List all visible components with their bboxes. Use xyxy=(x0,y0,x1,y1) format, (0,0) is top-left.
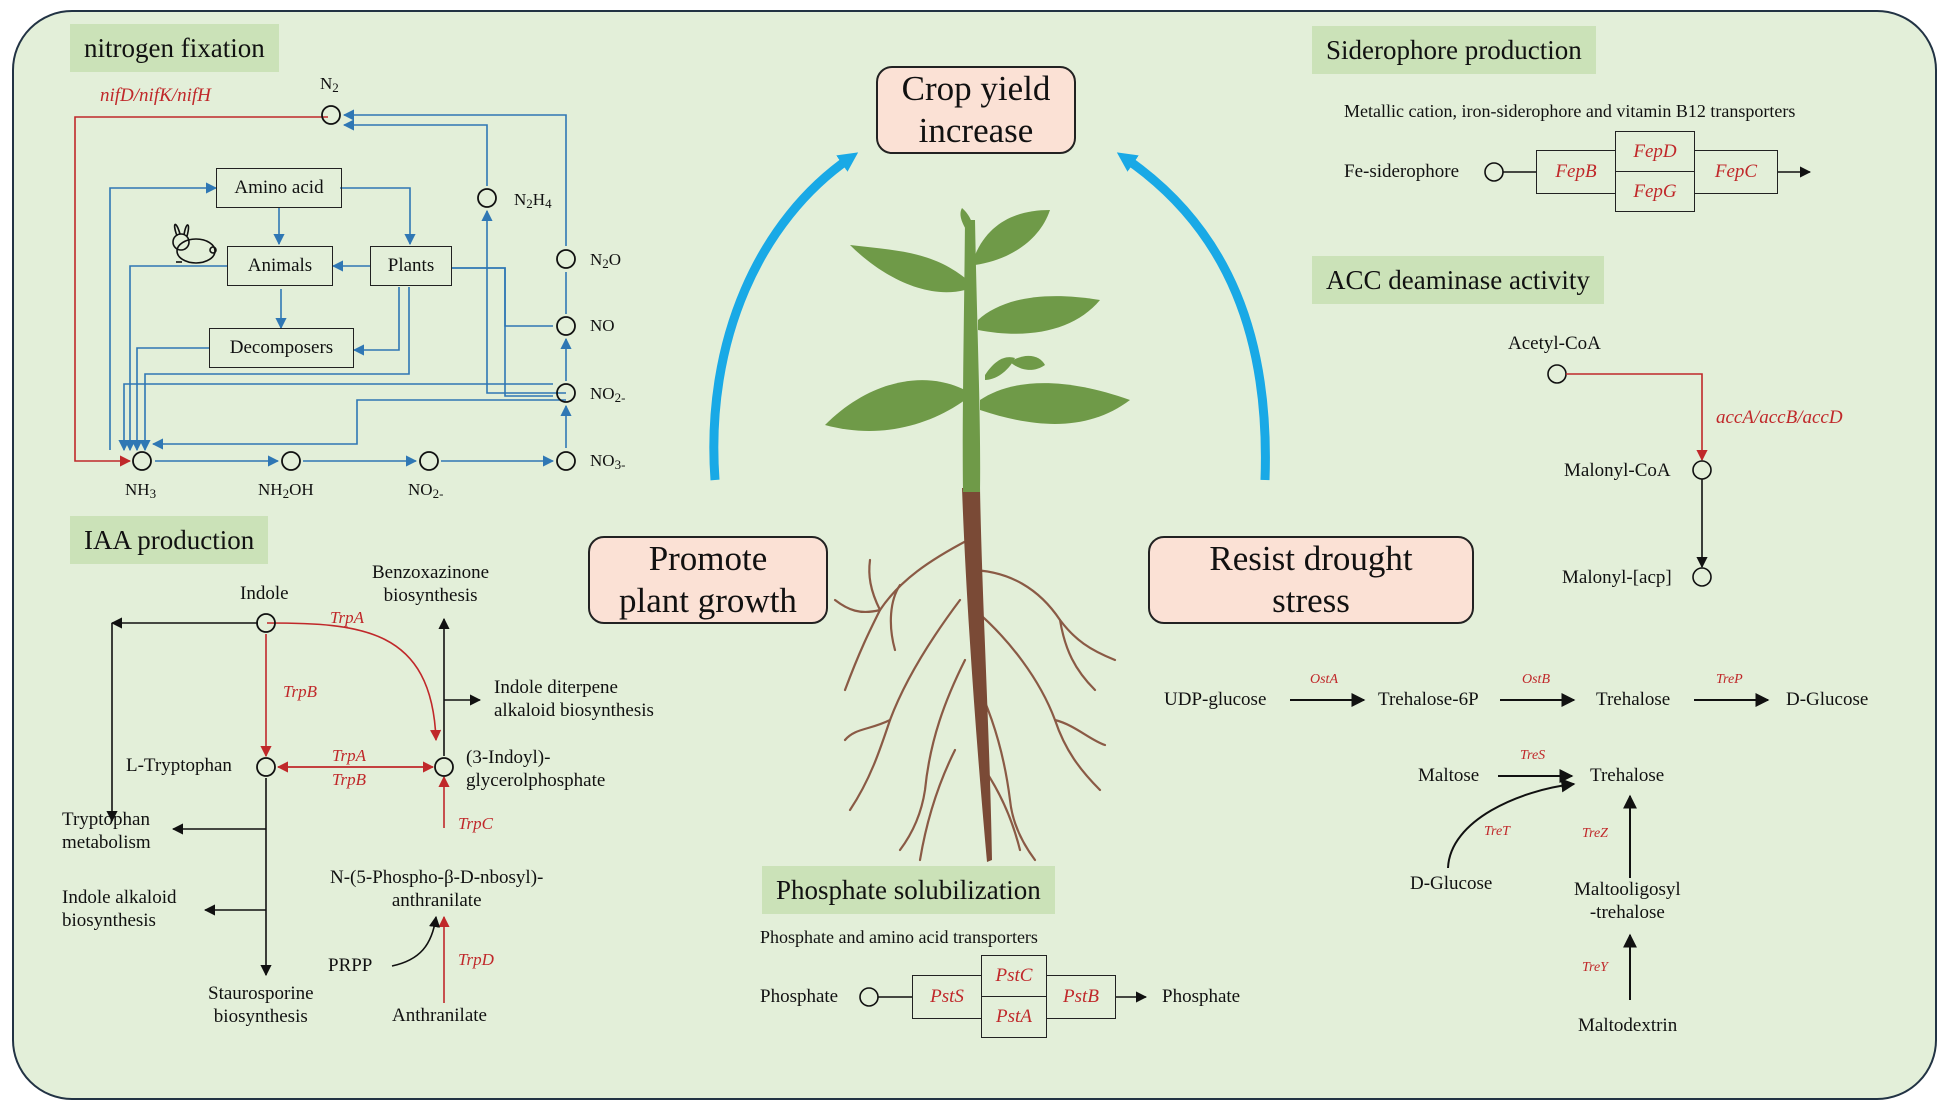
trehalose-label-2: Trehalose xyxy=(1590,765,1665,786)
anthranilate-label: Anthranilate xyxy=(392,1005,487,1026)
rabbit-icon xyxy=(172,223,217,264)
nps-anthranilate-label: N-(5-Phospho-β-D-nbosyl)- anthranilate xyxy=(330,867,544,911)
indoyl-gp-label: (3-Indoyl)- glycerolphosphate xyxy=(466,747,606,791)
trpA-label-2: TrpA xyxy=(332,746,367,765)
n2o-label: N2O xyxy=(590,250,622,271)
trpC-label: TrpC xyxy=(458,814,493,833)
indole-label: Indole xyxy=(240,583,289,604)
trpB-label-2: TrpB xyxy=(332,770,367,789)
no2-right-label: NO2- xyxy=(590,384,626,405)
trehalose-6p-label: Trehalose-6P xyxy=(1378,689,1479,710)
growth-arrows xyxy=(709,152,1270,481)
iaa-nodes xyxy=(256,613,454,777)
n2h4-label: N2H4 xyxy=(514,190,552,211)
animals-box: Animals xyxy=(227,246,333,286)
treZ-label: TreZ xyxy=(1582,826,1608,841)
iaa-network xyxy=(106,617,482,1003)
crop-yield-box: Crop yield increase xyxy=(876,66,1076,154)
drought-lines xyxy=(1290,693,1770,1000)
no-label: NO xyxy=(590,316,615,335)
maltodextrin-label: Maltodextrin xyxy=(1578,1015,1678,1036)
nh2oh-label: NH2OH xyxy=(258,480,314,501)
iaa-production-header: IAA production xyxy=(70,516,269,564)
phosphate-lines xyxy=(859,987,1148,1007)
decomposers-box: Decomposers xyxy=(209,328,354,368)
acc-deaminase-header: ACC deaminase activity xyxy=(1312,256,1604,304)
trpD-label: TrpD xyxy=(458,950,494,969)
fe-siderophore-label: Fe-siderophore xyxy=(1344,161,1460,182)
staurosporine-label: Staurosporine biosynthesis xyxy=(208,983,314,1027)
plants-box: Plants xyxy=(370,246,452,286)
treP-label: TreP xyxy=(1716,672,1743,687)
n2-label: N2 xyxy=(320,74,339,95)
treT-label: TreT xyxy=(1484,824,1510,839)
nh3-label: NH3 xyxy=(125,480,157,501)
no3-label: NO3- xyxy=(590,451,626,472)
pstS-box: PstS xyxy=(912,975,982,1019)
benzoxazinone-label: Benzoxazinone biosynthesis xyxy=(372,562,490,606)
indole-diterpene-label: Indole diterpene alkaloid biosynthesis xyxy=(494,677,654,721)
d-glucose-label-1: D-Glucose xyxy=(1786,689,1869,710)
treY-label: TreY xyxy=(1582,960,1608,975)
nitrogen-network xyxy=(74,109,572,467)
l-tryptophan-label: L-Tryptophan xyxy=(126,755,232,776)
siderophore-transporters-label: Metallic cation, iron-siderophore and vi… xyxy=(1344,101,1796,121)
pstA-box: PstA xyxy=(981,996,1047,1038)
trp-metabolism-label: Tryptophan metabolism xyxy=(62,809,151,853)
fepB-box: FepB xyxy=(1536,150,1616,194)
phosphate-out-label: Phosphate xyxy=(1162,986,1241,1007)
treS-label: TreS xyxy=(1520,748,1546,763)
acc-genes-label: accA/accB/accD xyxy=(1716,407,1843,428)
trpA-label-1: TrpA xyxy=(330,608,365,627)
ostA-label: OstA xyxy=(1310,672,1338,687)
fepG-box: FepG xyxy=(1615,171,1695,212)
pstC-box: PstC xyxy=(981,955,1047,997)
malonyl-acp-label: Malonyl-[acp] xyxy=(1562,567,1672,588)
phosphate-header: Phosphate solubilization xyxy=(762,866,1055,914)
trehalose-label-1: Trehalose xyxy=(1596,689,1671,710)
maltooligosyl-label: Maltooligosyl -trehalose xyxy=(1574,879,1681,923)
amino-acid-box: Amino acid xyxy=(216,168,342,208)
ostB-label: OstB xyxy=(1522,672,1550,687)
malonyl-coa-label: Malonyl-CoA xyxy=(1564,460,1671,481)
pstB-box: PstB xyxy=(1046,975,1116,1019)
promote-growth-box: Promote plant growth xyxy=(588,536,828,624)
d-glucose-label-2: D-Glucose xyxy=(1410,873,1493,894)
fepD-box: FepD xyxy=(1615,131,1695,172)
siderophore-header: Siderophore production xyxy=(1312,26,1596,74)
prpp-label: PRPP xyxy=(328,955,373,976)
resist-drought-box: Resist drought stress xyxy=(1148,536,1474,624)
maltose-label: Maltose xyxy=(1418,765,1480,786)
acc-lines xyxy=(1547,364,1712,587)
fepC-box: FepC xyxy=(1694,150,1778,194)
siderophore-lines xyxy=(1484,162,1812,182)
phosphate-in-label: Phosphate xyxy=(760,986,839,1007)
indole-alkaloid-label: Indole alkaloid biosynthesis xyxy=(62,887,177,931)
nif-genes-label: nifD/nifK/nifH xyxy=(100,85,211,106)
acetyl-coa-label: Acetyl-CoA xyxy=(1508,333,1601,354)
plant-icon xyxy=(825,208,1130,862)
phosphate-transporters-label: Phosphate and amino acid transporters xyxy=(760,927,1038,947)
nitrogen-fixation-header: nitrogen fixation xyxy=(70,24,279,72)
nitrogen-nodes xyxy=(132,105,576,471)
trpB-label-1: TrpB xyxy=(283,682,318,701)
udp-glucose-label: UDP-glucose xyxy=(1164,689,1267,710)
no2-bottom-label: NO2- xyxy=(408,480,444,501)
